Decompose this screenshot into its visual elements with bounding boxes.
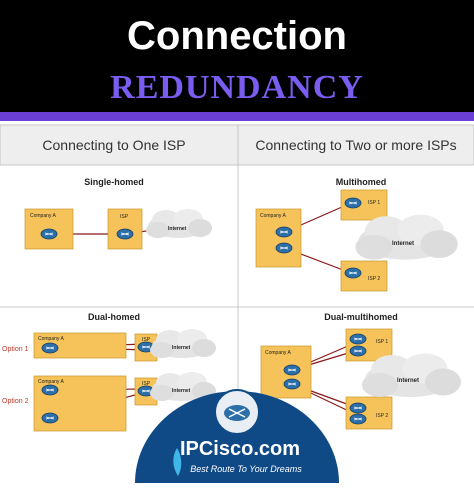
option1-label: Option 1: [2, 346, 29, 353]
router-icon: [116, 228, 134, 240]
multihomed-title: Multihomed: [336, 177, 387, 187]
redundancy-diagram: Connecting to One ISP Connecting to Two …: [0, 121, 474, 483]
accent-bar: [0, 112, 474, 121]
isp1-label: ISP 1: [368, 200, 380, 206]
isp2-box: [345, 396, 393, 430]
dual-multihomed-panel: Dual-multihomed Company A ISP 1 ISP 2 In…: [260, 312, 461, 430]
internet-cloud-icon: [355, 214, 458, 260]
company-label: Company A: [38, 379, 65, 385]
cloud-label: Internet: [392, 241, 414, 247]
router-icon: [349, 345, 367, 357]
company-label: Company A: [260, 213, 287, 219]
multihomed-panel: Multihomed Company A ISP 1 ISP 2 Interne…: [255, 177, 458, 292]
router-icon: [41, 342, 59, 354]
single-homed-title: Single-homed: [84, 177, 144, 187]
header-banner: Connection REDUNDANCY: [0, 0, 474, 112]
company-label: Company A: [30, 213, 57, 219]
router-icon: [41, 384, 59, 396]
logo-name: IPCisco.com: [180, 438, 300, 460]
dual-multihomed-title: Dual-multihomed: [324, 312, 398, 322]
internet-cloud-icon: [150, 329, 216, 358]
router-arrows-icon: [228, 408, 246, 418]
isp2-label: ISP 2: [376, 413, 388, 419]
logo-tagline: Best Route To Your Dreams: [190, 464, 302, 474]
router-icon: [40, 228, 58, 240]
router-icon: [349, 413, 367, 425]
isp2-label: ISP 2: [368, 276, 380, 282]
company-box: [260, 345, 312, 399]
option2-label: Option 2: [2, 398, 29, 405]
flame-icon: [173, 448, 182, 476]
logo-badge: [135, 391, 339, 483]
router-icon: [41, 412, 59, 424]
router-icon: [283, 364, 301, 376]
isp-label: ISP: [120, 214, 129, 220]
company-box: [255, 208, 302, 268]
page-subtitle: REDUNDANCY: [110, 69, 364, 106]
page-title: Connection: [127, 14, 347, 58]
single-homed-panel: Single-homed Company A ISP Internet: [24, 177, 212, 250]
cloud-label: Internet: [168, 226, 187, 232]
internet-cloud-icon: [146, 209, 212, 238]
isp-label: ISP: [142, 337, 151, 343]
cloud-label: Internet: [172, 388, 191, 394]
cloud-label: Internet: [172, 345, 191, 351]
isp1-label: ISP 1: [376, 339, 388, 345]
company-label: Company A: [38, 336, 65, 342]
router-icon: [349, 402, 367, 414]
router-icon: [344, 197, 362, 209]
dual-homed-title: Dual-homed: [88, 312, 140, 322]
router-icon: [275, 226, 293, 238]
isp-label: ISP: [142, 381, 151, 387]
internet-cloud-icon: [362, 353, 461, 397]
right-column-header: Connecting to Two or more ISPs: [255, 137, 456, 153]
router-icon: [349, 333, 367, 345]
cloud-label: Internet: [397, 378, 419, 384]
company-label: Company A: [265, 350, 292, 356]
router-icon: [283, 378, 301, 390]
column-headers: Connecting to One ISP Connecting to Two …: [0, 124, 474, 483]
router-icon: [275, 242, 293, 254]
left-column-header: Connecting to One ISP: [42, 137, 185, 153]
ipcisco-logo: IPCisco.com Best Route To Your Dreams: [135, 389, 339, 483]
isp1-box: [345, 328, 393, 362]
dual-homed-panel: Dual-homed Option 1 Company A ISP Intern…: [2, 312, 216, 432]
router-icon: [344, 267, 362, 279]
